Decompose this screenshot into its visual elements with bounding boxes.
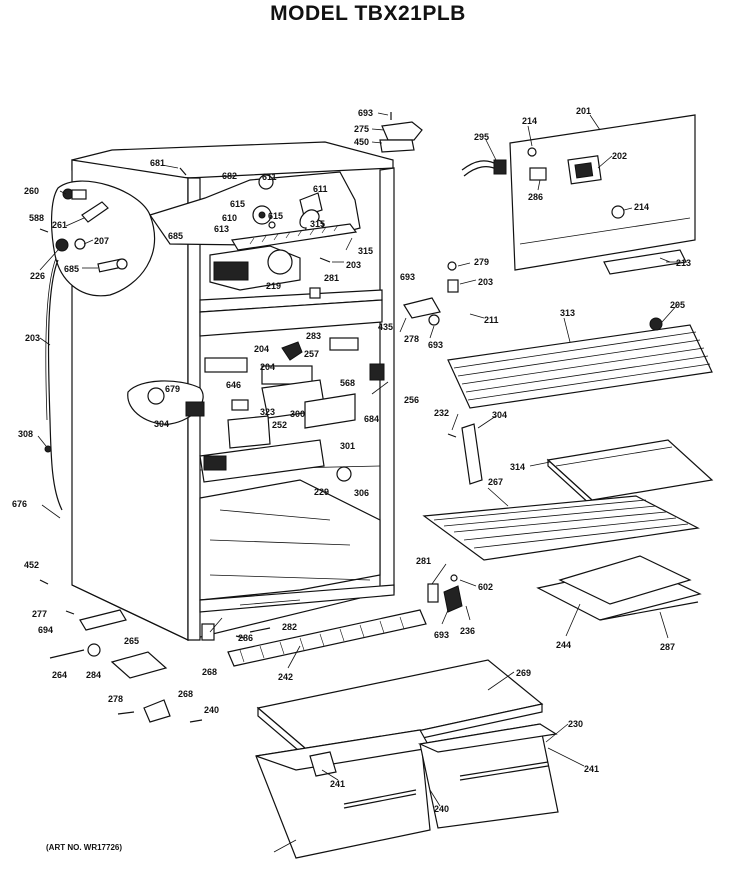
art-number: (ART NO. WR17726) [46,843,123,852]
part-label: 203 [25,333,40,343]
part-label: 693 [428,340,443,350]
part-label: 202 [612,151,627,161]
part-label: 610 [222,213,237,223]
part-label: 611 [313,184,328,194]
part-label: 240 [204,705,219,715]
part-label: 269 [516,668,531,678]
part-label: 693 [358,108,373,118]
part-label: 252 [272,420,287,430]
part-label: 203 [346,260,361,270]
part-label: 646 [226,380,241,390]
part-label: 214 [522,116,537,126]
part-label: 314 [510,462,525,472]
part-label: 265 [124,636,139,646]
part-label: 694 [38,625,53,635]
part-label: 315 [310,219,325,229]
part-label: 295 [474,132,489,142]
part-label: 257 [304,349,319,359]
part-label: 568 [340,378,355,388]
part-label: 281 [416,556,431,566]
part-label: 313 [560,308,575,318]
part-label: 681 [150,158,165,168]
part-label: 685 [168,231,183,241]
part-label: 287 [660,642,675,652]
part-label: 602 [478,582,493,592]
diagram-title: MODEL TBX21PLB [270,2,466,25]
freezer-components [127,337,385,483]
part-label: 676 [12,499,27,509]
part-label: 204 [260,362,275,372]
part-label: 214 [634,202,649,212]
part-label: 278 [404,334,419,344]
part-label: 260 [24,186,39,196]
part-label: 304 [154,419,169,429]
part-label: 205 [670,300,685,310]
part-label: 278 [108,694,123,704]
part-label: 229 [314,487,329,497]
part-label: 279 [474,257,489,267]
part-label: 232 [434,408,449,418]
part-label: 256 [404,395,419,405]
part-label: 277 [32,609,47,619]
part-label: 315 [358,246,373,256]
part-label: 306 [354,488,369,498]
part-label: 203 [478,277,493,287]
shelves [403,261,714,621]
part-label: 679 [165,384,180,394]
part-label: 452 [24,560,39,570]
part-label: 240 [434,804,449,814]
part-label: 213 [676,258,691,268]
part-label: 244 [556,640,571,650]
part-number-labels: 693 275 450 201 214 295 202 286 214 213 … [12,106,691,814]
part-label: 450 [354,137,369,147]
part-label: 282 [282,622,297,632]
part-label: 613 [214,224,229,234]
part-label: 682 [222,171,237,181]
part-label: 230 [568,719,583,729]
control-panel [461,114,696,275]
part-label: 615 [230,199,245,209]
part-label: 241 [330,779,345,789]
part-label: 615 [268,211,283,221]
part-label: 207 [94,236,109,246]
part-label: 201 [576,106,591,116]
part-label: 275 [354,124,369,134]
part-label: 236 [460,626,475,636]
leader-lines [37,112,680,853]
part-label: 308 [18,429,33,439]
part-label: 219 [266,281,281,291]
part-label: 286 [528,192,543,202]
part-label: 267 [488,477,503,487]
part-label: 226 [30,271,45,281]
left-hardware-group [39,180,156,511]
bottom-parts [39,579,427,723]
part-label: 588 [29,213,44,223]
part-label: 283 [306,331,321,341]
part-label: 300 [290,409,305,419]
part-label: 693 [400,272,415,282]
part-label: 304 [492,410,507,420]
control-area [149,112,423,299]
part-label: 684 [364,414,379,424]
part-label: 261 [52,220,67,230]
part-label: 268 [202,667,217,677]
part-label: 242 [278,672,293,682]
part-label: 435 [378,322,393,332]
part-label: 284 [86,670,101,680]
part-label: 204 [254,344,269,354]
part-label: 268 [178,689,193,699]
part-label: 241 [584,764,599,774]
part-label: 323 [260,407,275,417]
part-label: 611 [262,172,277,182]
part-label: 264 [52,670,67,680]
part-label: 281 [324,273,339,283]
part-label: 286 [238,633,253,643]
part-label: 301 [340,441,355,451]
part-label: 693 [434,630,449,640]
part-label: 685 [64,264,79,274]
part-label: 211 [484,315,499,325]
crisper-drawers [255,659,559,859]
